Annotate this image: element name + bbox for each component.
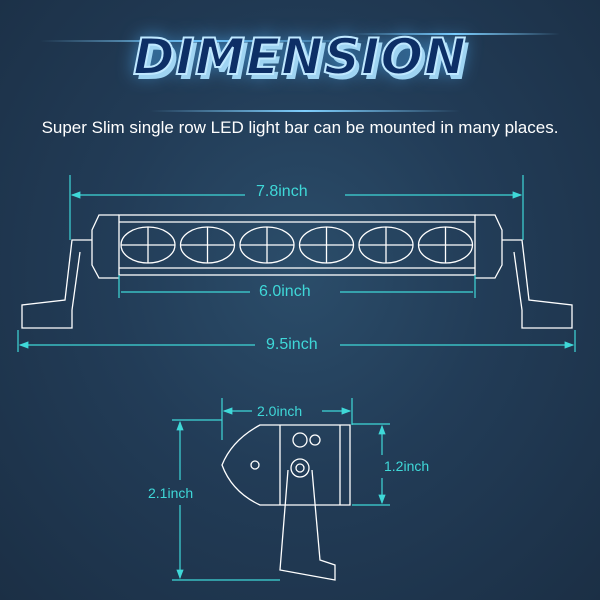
overall-length-label: 7.8inch	[256, 183, 308, 200]
left-bracket	[21, 239, 92, 329]
depth-label: 2.0inch	[257, 403, 303, 419]
side-housing	[221, 424, 351, 506]
left-end-cap	[91, 214, 119, 279]
right-end-cap	[475, 214, 503, 279]
side-bracket	[279, 469, 336, 581]
light-bar-side-view	[221, 424, 351, 581]
light-bar-front-view	[21, 214, 573, 329]
subtitle: Super Slim single row LED light bar can …	[41, 118, 559, 137]
light-flare	[40, 40, 370, 42]
lens-length-label: 6.0inch	[259, 283, 311, 300]
mounting-width-label: 9.5inch	[266, 336, 318, 353]
body-height-label: 1.2inch	[384, 458, 430, 474]
lens-row	[120, 226, 474, 264]
bar-body	[118, 214, 476, 276]
light-flare	[350, 33, 560, 35]
light-flare	[150, 110, 460, 112]
right-bracket	[502, 239, 573, 329]
page-title: DIMENSION	[132, 27, 467, 87]
total-height-label: 2.1inch	[148, 485, 194, 501]
